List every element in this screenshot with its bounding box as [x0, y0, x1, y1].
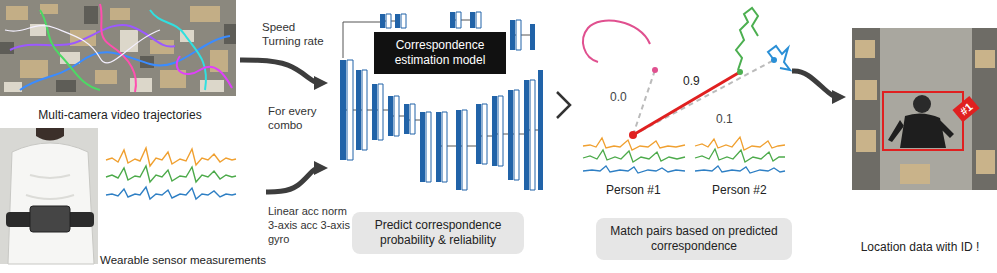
- person-head: [913, 95, 931, 113]
- chevron: [557, 92, 570, 118]
- edge-label: Linear acc norm 3-axis acc 3-axis gyro: [268, 204, 350, 246]
- track-dot: [771, 57, 777, 63]
- sensor-signals: [106, 148, 236, 199]
- trajectory: [10, 25, 175, 50]
- image-panel: Location data with ID !: [846, 26, 994, 254]
- flow-arrow: [266, 168, 320, 192]
- trajectory: [583, 21, 650, 62]
- shirt-fold: [26, 175, 74, 199]
- wall: [0, 128, 98, 264]
- signal-trace: [583, 150, 685, 162]
- track-dot: [652, 67, 658, 73]
- flow-arrow: [792, 71, 838, 97]
- signal-trace: [695, 166, 785, 173]
- score: 0.1: [716, 112, 733, 126]
- process-box: Predict correspondence probability & rel…: [352, 212, 524, 254]
- neck: [36, 128, 64, 141]
- sensor-dot: [629, 131, 637, 139]
- signal-trace: [106, 187, 236, 199]
- trajectory: [40, 10, 100, 90]
- shelves: [852, 28, 997, 190]
- process-label: Predict correspondence probability & rel…: [360, 218, 516, 248]
- dark-boxes: [0, 6, 236, 92]
- aerial-ground: [0, 0, 236, 96]
- network-illustration: [340, 12, 543, 190]
- trajectory: [768, 46, 790, 70]
- layer-blocks: [340, 12, 543, 190]
- id-box: [883, 92, 963, 150]
- track-dot: [737, 69, 743, 75]
- score: 0.9: [683, 74, 700, 88]
- signal-trace: [695, 149, 785, 162]
- model-box: Correspondence estimation model: [328, 8, 550, 206]
- pallet-boxes: [6, 4, 228, 88]
- person-label: Person #2: [712, 183, 767, 197]
- caption: Multi-camera video trajectories: [38, 108, 201, 122]
- signal-trace: [695, 137, 785, 150]
- signal-trace: [106, 166, 236, 182]
- score: 0.0: [610, 90, 627, 104]
- aerial-video-image: [0, 0, 236, 96]
- boxes: [855, 40, 995, 184]
- signal-trace: [583, 138, 685, 150]
- candidate-link: [633, 60, 774, 135]
- trajectory: [5, 26, 160, 63]
- floor: [852, 28, 997, 190]
- trajectory: [736, 8, 758, 70]
- note: For every combo: [268, 104, 328, 132]
- caption: Wearable sensor measurements: [100, 254, 266, 266]
- edge-label: Speed Turning rate: [262, 20, 328, 48]
- image-panel: Wearable sensor measurements: [0, 124, 266, 266]
- shirt: [8, 143, 94, 264]
- sensor-photo: [0, 128, 98, 264]
- person-label: Person #1: [606, 183, 661, 197]
- person-body: [888, 113, 954, 148]
- process-panel: Match pairs based on predicted correspon…: [576, 0, 792, 260]
- id-tag: #1: [952, 96, 979, 123]
- caption: Location data with ID !: [861, 240, 980, 254]
- sensor-device: [30, 206, 70, 232]
- location-photo: [852, 28, 997, 190]
- signal-trace: [583, 166, 685, 173]
- process-label: Match pairs based on predicted correspon…: [596, 218, 792, 260]
- matching-illustration: [583, 8, 790, 173]
- image-panel: Multi-camera video trajectories: [0, 0, 240, 122]
- model-label: Correspondence estimation model: [374, 32, 506, 74]
- flow-arrow: [240, 60, 320, 83]
- trajectory: [177, 56, 232, 88]
- trajectory: [150, 10, 206, 90]
- signal-trace: [106, 148, 236, 166]
- matched-link: [633, 72, 740, 135]
